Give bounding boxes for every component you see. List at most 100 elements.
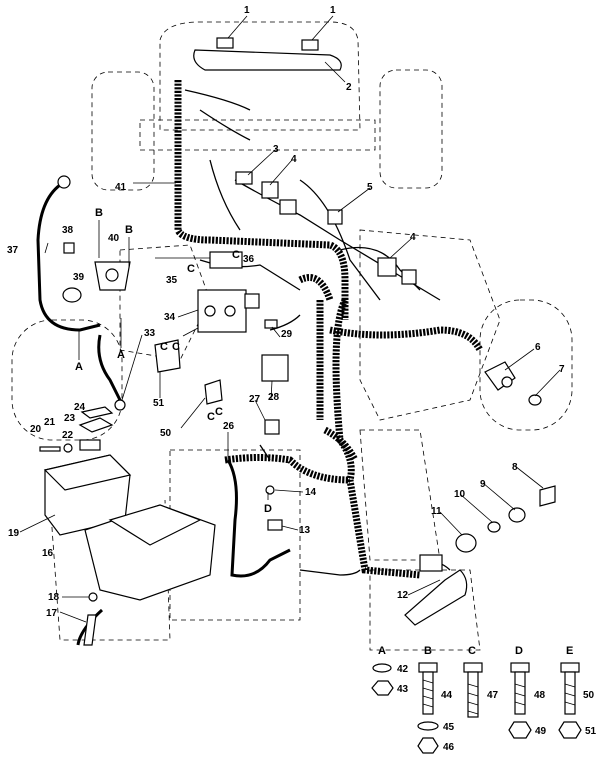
callout-1a: 1 (244, 5, 250, 16)
callout-26: 26 (223, 421, 235, 432)
bracket-51 (154, 339, 181, 373)
nut-49 (508, 721, 532, 739)
callout-38: 38 (62, 225, 74, 236)
reference-letters: B B A A C C C C C C D (75, 207, 272, 515)
callout-44: 44 (441, 690, 453, 701)
post-40 (105, 268, 119, 282)
boot-39 (62, 287, 82, 303)
seat-switch-harness (193, 49, 342, 71)
callout-21: 21 (44, 417, 56, 428)
nut-43 (371, 680, 394, 696)
post-a (204, 305, 216, 317)
ref-letter-b1: B (95, 207, 103, 219)
key-letter-a: A (378, 645, 386, 657)
ref-letter-c3: C (187, 263, 195, 275)
callout-18: 18 (48, 592, 60, 603)
callout-14: 14 (305, 487, 317, 498)
bolt-20 (39, 446, 61, 452)
bolt-shank-48 (514, 671, 526, 715)
callout-33: 33 (144, 328, 156, 339)
connector-35 (244, 293, 260, 309)
callout-numbers: 1 1 2 3 4 5 4 6 7 8 9 10 11 12 13 14 16 … (7, 5, 565, 619)
main-harness-41 (174, 80, 484, 579)
callout-37: 37 (7, 245, 19, 256)
ignition-core (501, 376, 513, 388)
callout-8: 8 (512, 462, 518, 473)
terminal-37 (57, 175, 71, 189)
callout-42: 42 (397, 664, 409, 675)
bolt-head-44 (418, 662, 438, 673)
callout-2: 2 (346, 82, 352, 93)
nut-46 (417, 737, 439, 754)
ref-letter-c6: C (232, 249, 240, 261)
connector-13 (267, 519, 283, 531)
callout-22: 22 (62, 430, 74, 441)
relay-5 (327, 209, 343, 225)
callout-40: 40 (108, 233, 120, 244)
callout-41: 41 (115, 182, 127, 193)
nut-7 (528, 394, 542, 406)
callout-51-key: 51 (585, 726, 597, 737)
key-letter-b: B (424, 645, 432, 657)
callout-11: 11 (431, 506, 442, 517)
terminal-33 (114, 399, 126, 411)
cable-12 (404, 569, 468, 626)
connector-1b (301, 39, 319, 51)
washer-10 (487, 521, 501, 533)
callout-5: 5 (367, 182, 373, 193)
callout-3: 3 (273, 144, 279, 155)
callout-13: 13 (299, 525, 311, 536)
key-8 (539, 485, 556, 507)
callout-6: 6 (535, 342, 541, 353)
callout-48: 48 (534, 690, 546, 701)
callout-47: 47 (487, 690, 499, 701)
callout-46: 46 (443, 742, 455, 753)
key-letter-d: D (515, 645, 523, 657)
solenoid-34 (197, 289, 247, 333)
battery-top (43, 454, 132, 491)
boot-24 (80, 406, 114, 419)
callout-43: 43 (397, 684, 409, 695)
nut-21 (63, 443, 73, 453)
callout-7: 7 (559, 364, 565, 375)
cover-22 (79, 439, 101, 451)
ref-letter-a1: A (75, 361, 83, 373)
ref-letter-c1: C (160, 341, 168, 353)
ref-letter-b2: B (125, 224, 133, 236)
washer-45 (417, 721, 439, 731)
callout-28: 28 (268, 392, 280, 403)
terminal-14 (265, 485, 275, 495)
callout-23: 23 (64, 413, 76, 424)
components (39, 37, 556, 646)
callout-51: 51 (153, 398, 165, 409)
callout-20: 20 (30, 424, 42, 435)
callout-4a: 4 (291, 154, 297, 165)
switch-4a (261, 181, 279, 199)
connector-1a (216, 37, 234, 49)
key-letter-c: C (468, 645, 476, 657)
bracket-50 (204, 379, 223, 405)
bolt-head-47 (463, 662, 483, 673)
callout-19: 19 (8, 528, 20, 539)
bolt-head-48 (510, 662, 530, 673)
callout-4b: 4 (410, 232, 416, 243)
callout-12: 12 (397, 590, 409, 601)
ref-letter-c2: C (172, 341, 180, 353)
callout-17: 17 (46, 608, 58, 619)
ref-letter-c5: C (215, 406, 223, 418)
boot-23 (78, 417, 114, 433)
callout-27: 27 (249, 394, 261, 405)
ref-letter-a2: A (117, 349, 125, 361)
callout-10: 10 (454, 489, 466, 500)
bolt-shank-44 (422, 671, 434, 715)
callout-39: 39 (73, 272, 85, 283)
key-letter-e: E (566, 645, 573, 657)
washer-42 (372, 663, 392, 673)
module-28 (261, 354, 289, 382)
bracket-38 (63, 242, 75, 254)
connector-4b (401, 269, 417, 285)
ref-letter-c4: C (207, 411, 215, 423)
callout-49: 49 (535, 726, 547, 737)
callout-35: 35 (166, 275, 178, 286)
